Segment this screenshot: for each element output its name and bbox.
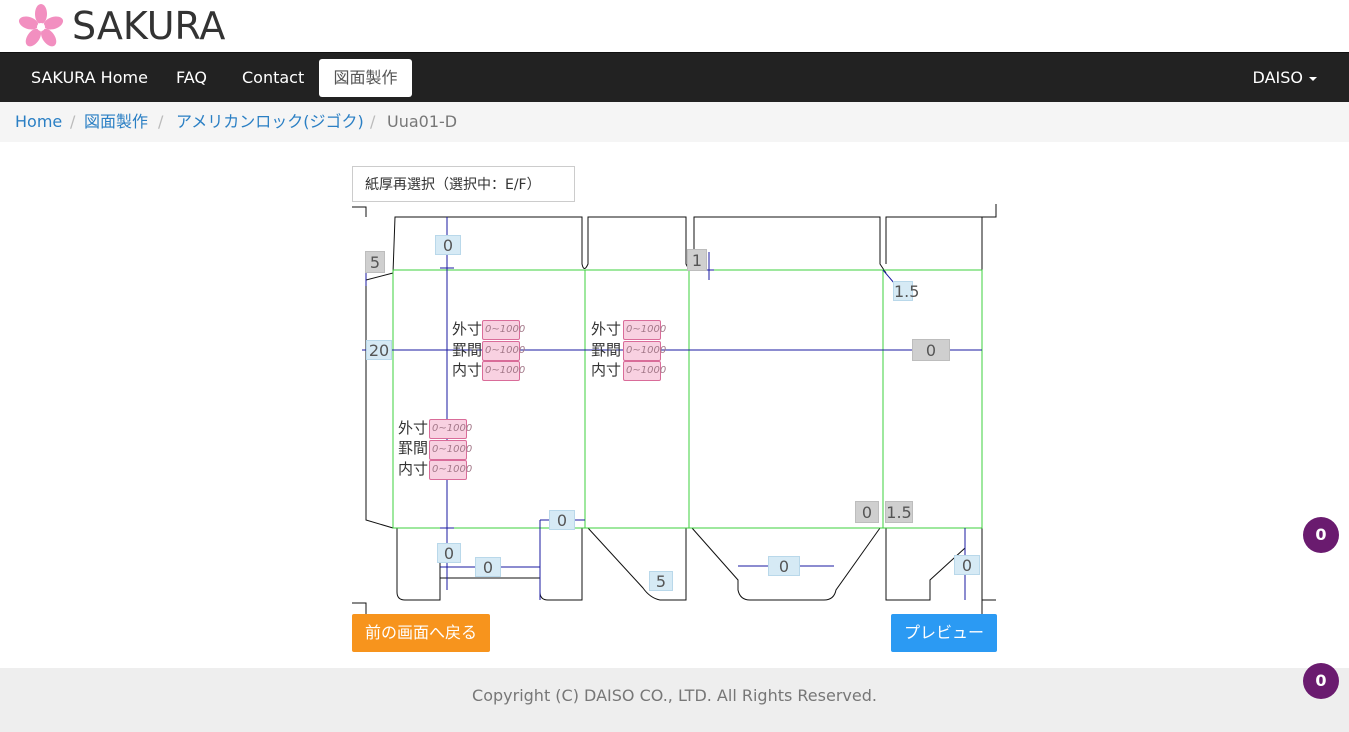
back-button[interactable]: 前の画面へ戻る <box>352 614 490 652</box>
bottom-right-a-input[interactable]: 0 <box>855 501 879 523</box>
outer-size-label: 外寸 <box>398 419 429 437</box>
score-gap-input[interactable]: 0~1000 <box>429 440 472 460</box>
breadcrumb: Home / 図面製作 / アメリカンロック(ジゴク) / Uua01-D <box>0 102 1349 142</box>
inner-size-input[interactable]: 0~1000 <box>429 460 472 480</box>
breadcrumb-drawing[interactable]: 図面製作 <box>84 112 149 131</box>
top-flap-input[interactable]: 0 <box>435 235 461 255</box>
breadcrumb-separator: / <box>158 112 164 131</box>
sakura-flower-icon <box>18 4 64 47</box>
user-name: DAISO <box>1252 68 1303 87</box>
breadcrumb-current: Uua01-D <box>387 112 458 131</box>
outer-size-input[interactable]: 0~1000 <box>482 320 525 340</box>
bottom-mid-input[interactable]: 0 <box>549 510 575 530</box>
mid-top-input[interactable]: 1 <box>687 249 707 271</box>
caret-down-icon <box>1309 76 1317 81</box>
outer-size-input[interactable]: 0~1000 <box>429 419 472 439</box>
score-gap-label: 罫間 <box>452 341 483 359</box>
nav-contact[interactable]: Contact <box>242 68 305 87</box>
brand-name[interactable]: SAKURA <box>72 4 226 48</box>
footer: Copyright (C) DAISO CO., LTD. All Rights… <box>0 668 1349 732</box>
bottom-right-b-input[interactable]: 1.5 <box>885 501 913 523</box>
score-gap-label: 罫間 <box>591 341 622 359</box>
copyright-text: Copyright (C) DAISO CO., LTD. All Rights… <box>472 686 877 705</box>
left-side-input[interactable]: 5 <box>365 251 385 273</box>
inner-size-label: 内寸 <box>591 361 622 379</box>
bottom-center-input[interactable]: 0 <box>768 556 800 576</box>
right-top-input[interactable]: 1.5 <box>893 281 920 301</box>
paper-thickness-reselect-button[interactable]: 紙厚再選択（選択中：E/F） <box>352 166 575 202</box>
outer-size-label: 外寸 <box>452 320 483 338</box>
breadcrumb-american-lock[interactable]: アメリカンロック(ジゴク) <box>176 112 364 131</box>
notification-badge[interactable]: 0 <box>1303 517 1339 553</box>
score-gap-input[interactable]: 0~1000 <box>482 341 525 361</box>
glue-flap-input[interactable]: 20 <box>366 340 392 360</box>
user-menu[interactable]: DAISO <box>1253 53 1317 103</box>
bottom-diagonal-input[interactable]: 5 <box>649 571 673 591</box>
score-gap-input[interactable]: 0~1000 <box>623 341 666 361</box>
breadcrumb-separator: / <box>370 112 376 131</box>
nav-drawing-active[interactable]: 図面製作 <box>319 59 412 97</box>
preview-button[interactable]: プレビュー <box>891 614 997 652</box>
inner-size-input[interactable]: 0~1000 <box>623 361 666 381</box>
navbar: SAKURA Home FAQ Contact 図面製作 DAISO <box>0 52 1349 102</box>
bottom-right-input[interactable]: 0 <box>954 555 980 575</box>
right-mid-input[interactable]: 0 <box>912 339 950 361</box>
bottom-left-input[interactable]: 0 <box>437 543 461 563</box>
notification-badge[interactable]: 0 <box>1303 663 1339 699</box>
score-gap-label: 罫間 <box>398 439 429 457</box>
outer-size-label: 外寸 <box>591 320 622 338</box>
header: SAKURA <box>0 0 1349 52</box>
nav-faq[interactable]: FAQ <box>176 68 207 87</box>
inner-size-input[interactable]: 0~1000 <box>482 361 525 381</box>
inner-size-label: 内寸 <box>398 460 429 478</box>
nav-home[interactable]: SAKURA Home <box>31 68 148 87</box>
breadcrumb-separator: / <box>70 112 76 131</box>
breadcrumb-home[interactable]: Home <box>15 112 63 131</box>
outer-size-input[interactable]: 0~1000 <box>623 320 666 340</box>
inner-size-label: 内寸 <box>452 361 483 379</box>
bottom-left2-input[interactable]: 0 <box>475 557 501 577</box>
